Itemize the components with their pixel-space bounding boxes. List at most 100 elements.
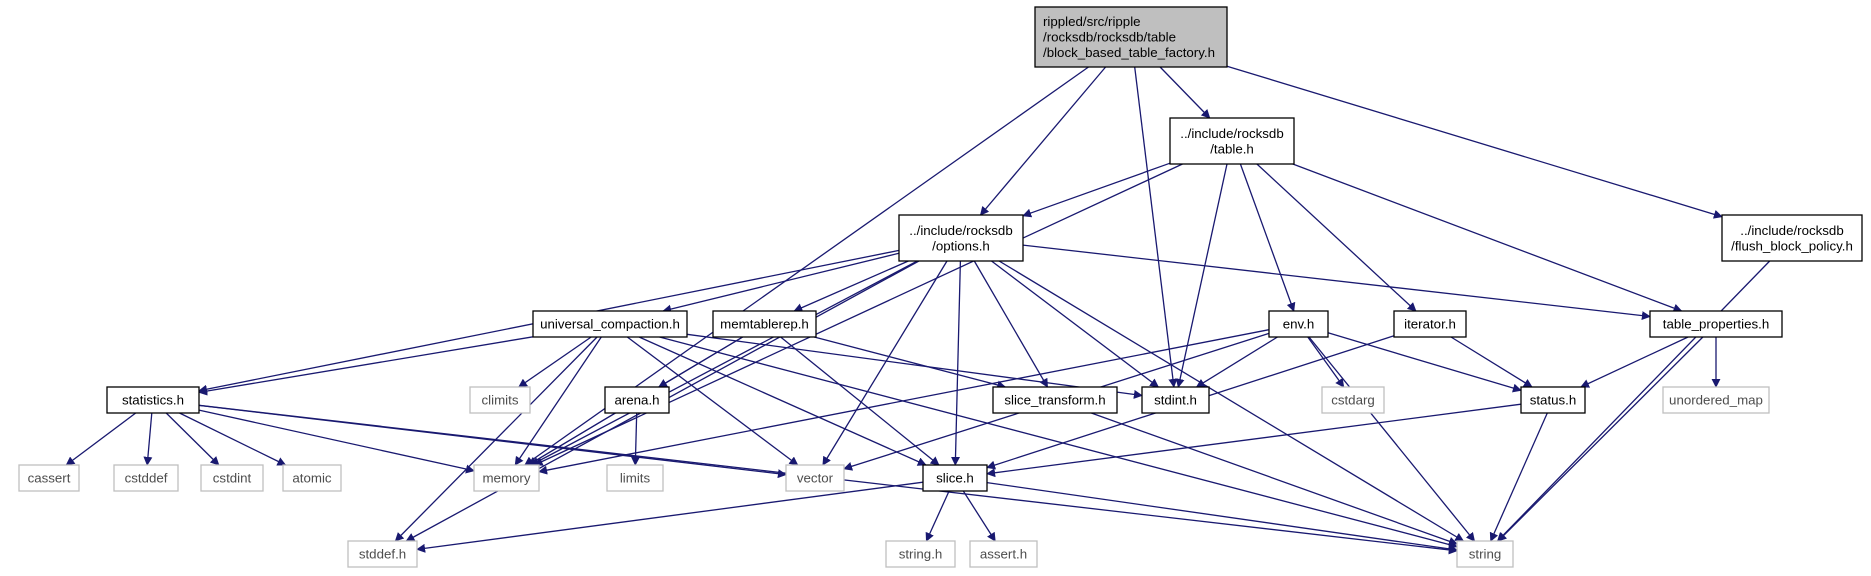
edge-line [1022,162,1171,218]
node-box [604,386,670,414]
edge-line [626,336,799,466]
edge-env_h-to-cstdarg [1307,336,1345,388]
node-statistics-h[interactable]: statistics.h [106,386,200,414]
node-arena-h[interactable]: arena.h [604,386,670,414]
node-flush-block-policy-h[interactable]: ../include/rocksdb/flush_block_policy.h [1721,214,1863,262]
node-box [1268,310,1329,338]
edge-slice_h-to-string_h [925,490,950,542]
node-box [473,464,540,492]
node-slice-transform-h[interactable]: slice_transform.h [992,386,1118,414]
edge-options_h-to-slice_h [951,260,962,466]
node-atomic: atomic [282,464,342,492]
nodes-layer: rippled/src/ripple/rocksdb/rocksdb/table… [18,6,1863,568]
edge-line [416,481,924,553]
node-limits: limits [606,464,664,492]
node-label: slice.h [936,471,974,486]
node-box [106,386,200,414]
edge-universal_compaction_h-to-string [659,336,1458,549]
node-box [1456,540,1514,568]
node-options-h[interactable]: ../include/rocksdb/options.h [898,214,1024,262]
node-env-h[interactable]: env.h [1268,310,1329,338]
edge-flush_block_policy_h-to-string [1496,260,1771,542]
edge-options_h-to-stdint_h [991,260,1160,388]
node-memory: memory [473,464,540,492]
edge-root-to-options_h [979,66,1107,216]
edge-line [1195,336,1278,388]
node-root[interactable]: rippled/src/ripple/rocksdb/rocksdb/table… [1034,6,1228,68]
edge-line [198,336,534,396]
node-iterator-h[interactable]: iterator.h [1393,310,1467,338]
node-memtablerep-h[interactable]: memtablerep.h [712,310,817,338]
edge-line [1175,163,1228,388]
edge-table_h-to-env_h [1239,163,1296,312]
edge-root-to-stdint_h [1134,66,1178,388]
edge-line [998,260,1465,542]
node-label: cstdarg [1331,393,1375,408]
edge-slice_h-to-assert_h [962,490,996,542]
edge-line [638,336,927,466]
edge-arena_h-to-memory [527,412,616,466]
node-box [1034,6,1228,68]
node-label: /rocksdb/rocksdb/table [1043,30,1176,45]
edge-status_h-to-string [1489,412,1548,542]
node-universal-compaction-h[interactable]: universal_compaction.h [532,310,688,338]
node-label: vector [797,471,834,486]
edge-options_h-to-memory [530,260,918,466]
edge-iterator_h-to-status_h [1450,336,1533,388]
edge-universal_compaction_h-to-climits [518,336,592,388]
node-label: stdint.h [1154,393,1197,408]
edge-line [514,336,602,466]
edge-env_h-to-stdint_h [1195,336,1278,388]
node-cstddef: cstddef [113,464,179,492]
node-label: env.h [1283,317,1315,332]
edge-env_h-to-status_h [1327,332,1522,393]
node-label: memtablerep.h [720,317,809,332]
edge-arena_h-to-limits [631,412,641,466]
node-stddef-h: stddef.h [347,540,418,568]
edge-line [527,412,616,466]
node-label: limits [620,471,651,486]
node-status-h[interactable]: status.h [1520,386,1586,414]
node-string: string [1456,540,1514,568]
edge-table_h-to-stdint_h [1175,163,1228,388]
node-table-h[interactable]: ../include/rocksdb/table.h [1169,117,1295,165]
edge-env_h-to-string [1308,336,1476,542]
node-label: slice_transform.h [1004,393,1105,408]
edge-line [822,260,948,466]
node-box [922,464,988,492]
node-box [469,386,531,414]
edge-table_h-to-iterator_h [1256,163,1417,312]
node-box [282,464,342,492]
edge-statistics_h-to-cstddef [143,412,153,466]
edge-line [979,66,1107,216]
node-box [200,464,264,492]
edge-universal_compaction_h-to-stddef_h [394,336,598,542]
edge-line [394,336,598,542]
node-climits: climits [469,386,531,414]
node-label: unordered_map [1669,393,1763,408]
edge-slice_h-to-string [986,481,1458,554]
node-slice-h[interactable]: slice.h [922,464,988,492]
node-label: /options.h [932,238,990,253]
edge-line [1327,332,1522,393]
node-label: ../include/rocksdb [909,223,1012,238]
node-table-properties-h[interactable]: table_properties.h [1649,310,1783,338]
edge-line [986,481,1458,554]
node-box [532,310,688,338]
edge-line [780,336,940,466]
edge-line [973,260,1049,388]
edge-statistics_h-to-cstdint [165,412,220,466]
node-label: /block_based_table_factory.h [1043,45,1215,60]
node-vector: vector [785,464,845,492]
node-stdint-h[interactable]: stdint.h [1141,386,1210,414]
node-cassert: cassert [18,464,80,492]
edge-line [538,329,1270,475]
edge-line [1450,336,1533,388]
node-label: /table.h [1210,141,1254,156]
edge-line [1496,260,1771,542]
node-box [885,540,956,568]
node-box [1169,117,1295,165]
edge-universal_compaction_h-to-memory [514,336,602,466]
node-label: rippled/src/ripple [1043,14,1141,29]
